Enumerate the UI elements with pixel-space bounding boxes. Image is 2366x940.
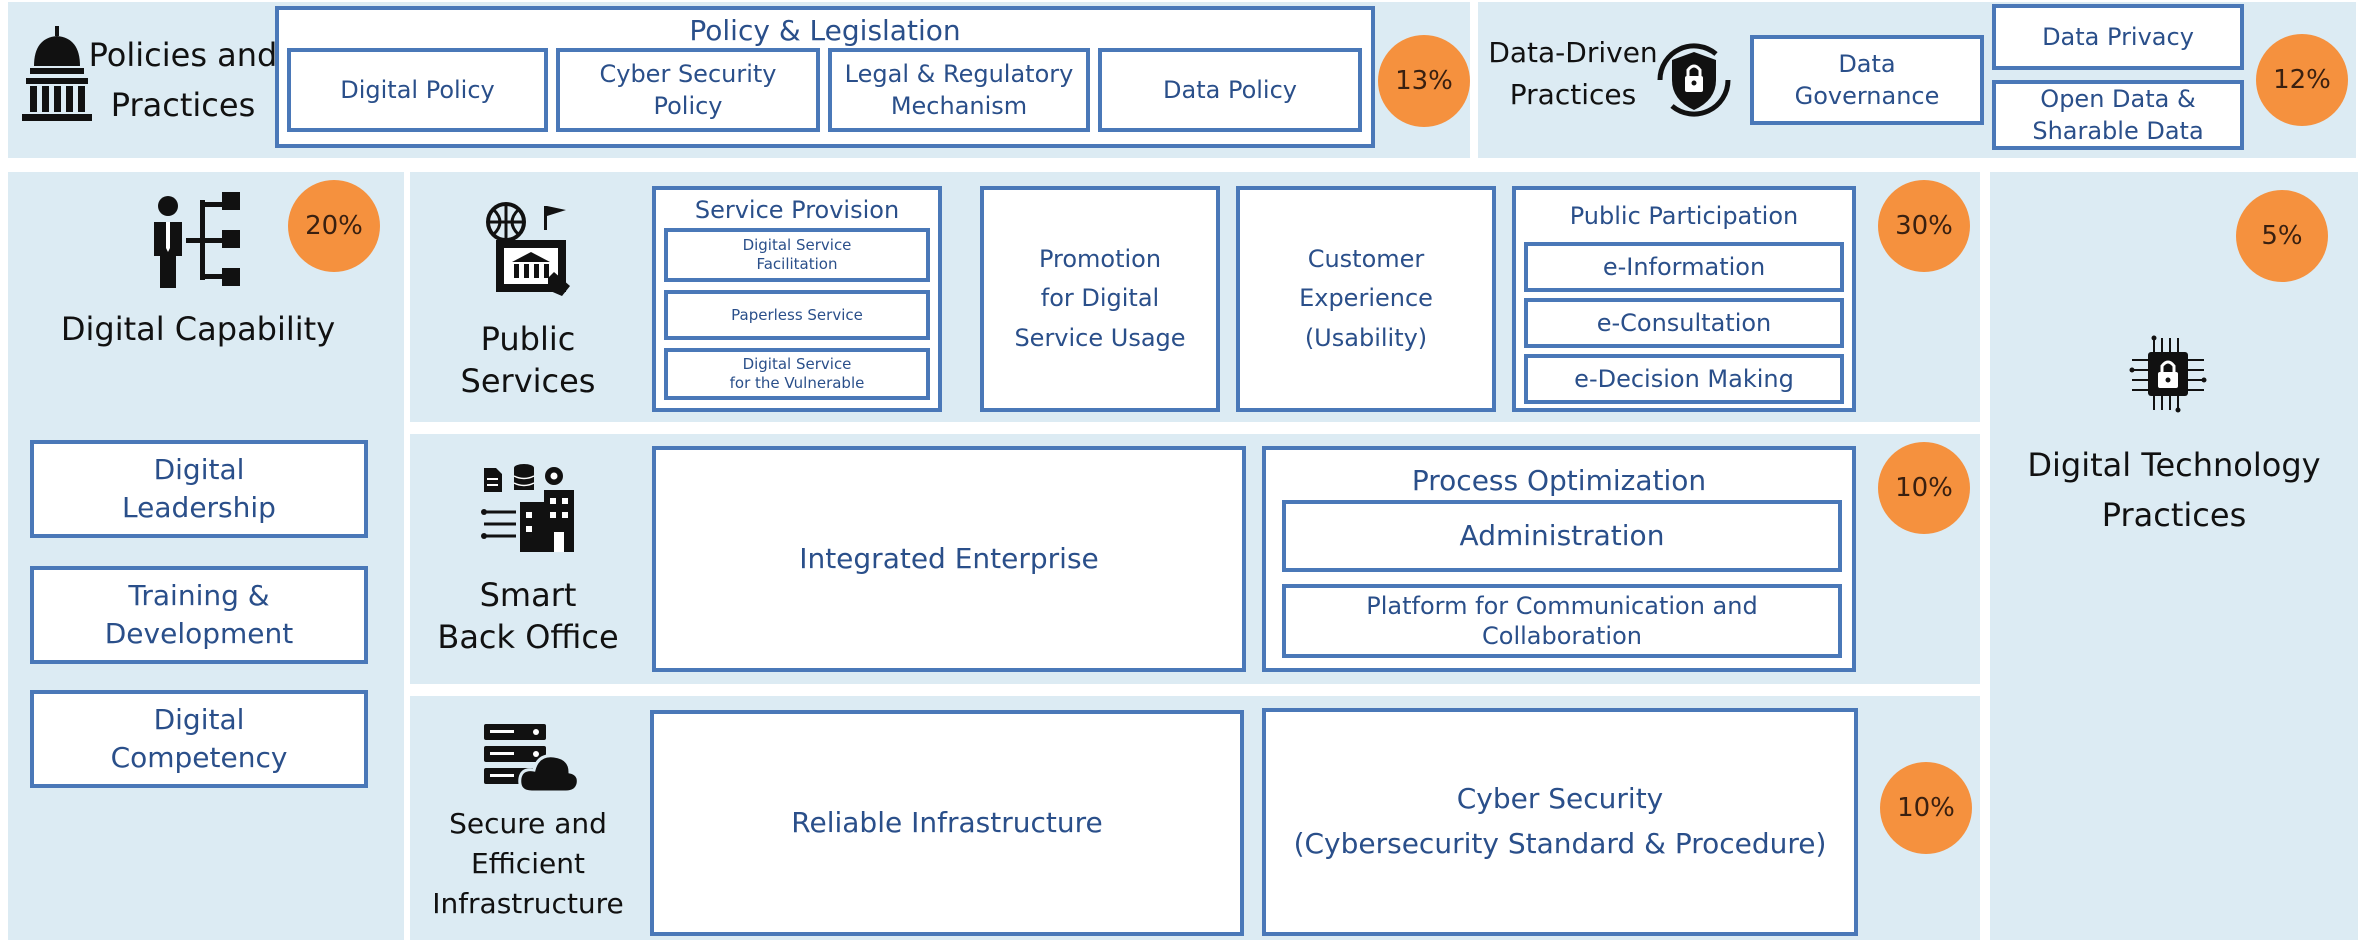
legal-regulatory-box: Legal & Regulatory Mechanism bbox=[828, 48, 1090, 132]
digital-technology-percent-badge: 5% bbox=[2236, 190, 2328, 282]
policy-legislation-title: Policy & Legislation bbox=[689, 14, 961, 47]
server-cloud-icon bbox=[484, 724, 580, 794]
e-information-box: e-Information bbox=[1524, 242, 1844, 292]
cyber-security-policy-box: Cyber Security Policy bbox=[556, 48, 820, 132]
data-driven-percent-badge: 12% bbox=[2256, 34, 2348, 126]
digital-capability-percent-badge: 20% bbox=[288, 180, 380, 272]
digital-service-facilitation-box: Digital Service Facilitation bbox=[664, 228, 930, 282]
back-office-icon bbox=[481, 464, 574, 552]
policies-title: Policies and Practices bbox=[88, 36, 278, 124]
infrastructure-percent-badge: 10% bbox=[1880, 762, 1972, 854]
smart-back-office-percent-badge: 10% bbox=[1878, 442, 1970, 534]
digital-leadership-box: Digital Leadership bbox=[30, 440, 368, 538]
digital-service-vulnerable-box: Digital Service for the Vulnerable bbox=[664, 348, 930, 400]
process-optimization-title: Process Optimization bbox=[1411, 464, 1707, 497]
digital-capability-title: Digital Capability bbox=[60, 310, 336, 348]
digital-policy-box: Digital Policy bbox=[287, 48, 548, 132]
shield-lock-icon bbox=[1657, 43, 1731, 117]
platform-communication-box: Platform for Communication and Collabora… bbox=[1282, 584, 1842, 658]
policies-percent-badge: 13% bbox=[1378, 35, 1470, 127]
paperless-service-box: Paperless Service bbox=[664, 290, 930, 340]
cyber-security-box: Cyber Security (Cybersecurity Standard &… bbox=[1262, 708, 1858, 936]
smart-back-office-title: Smart Back Office bbox=[437, 576, 619, 656]
public-participation-title: Public Participation bbox=[1569, 202, 1799, 230]
open-data-box: Open Data & Sharable Data bbox=[1992, 80, 2244, 150]
reliable-infrastructure-box: Reliable Infrastructure bbox=[650, 710, 1244, 936]
public-services-percent-badge: 30% bbox=[1878, 180, 1970, 272]
service-provision-title: Service Provision bbox=[694, 196, 900, 224]
e-decision-making-box: e-Decision Making bbox=[1524, 354, 1844, 404]
government-online-icon bbox=[486, 202, 570, 296]
integrated-enterprise-box: Integrated Enterprise bbox=[652, 446, 1246, 672]
data-driven-title: Data-Driven Practices bbox=[1488, 36, 1658, 111]
training-development-box: Training & Development bbox=[30, 566, 368, 664]
org-chart-person-icon bbox=[154, 192, 240, 288]
digital-capability-panel bbox=[8, 172, 404, 940]
digital-technology-panel bbox=[1990, 172, 2358, 940]
chip-lock-icon bbox=[2129, 335, 2207, 413]
data-governance-box: Data Governance bbox=[1750, 35, 1984, 125]
e-consultation-box: e-Consultation bbox=[1524, 298, 1844, 348]
digital-competency-box: Digital Competency bbox=[30, 690, 368, 788]
digital-technology-title: Digital Technology Practices bbox=[2027, 446, 2321, 534]
infrastructure-title: Secure and Efficient Infrastructure bbox=[432, 807, 624, 920]
administration-box: Administration bbox=[1282, 500, 1842, 572]
data-privacy-box: Data Privacy bbox=[1992, 4, 2244, 70]
data-policy-box: Data Policy bbox=[1098, 48, 1362, 132]
public-services-title: Public Services bbox=[460, 320, 596, 400]
customer-experience-box: Customer Experience (Usability) bbox=[1236, 186, 1496, 412]
promotion-digital-service-box: Promotion for Digital Service Usage bbox=[980, 186, 1220, 412]
capitol-building-icon bbox=[22, 26, 92, 121]
